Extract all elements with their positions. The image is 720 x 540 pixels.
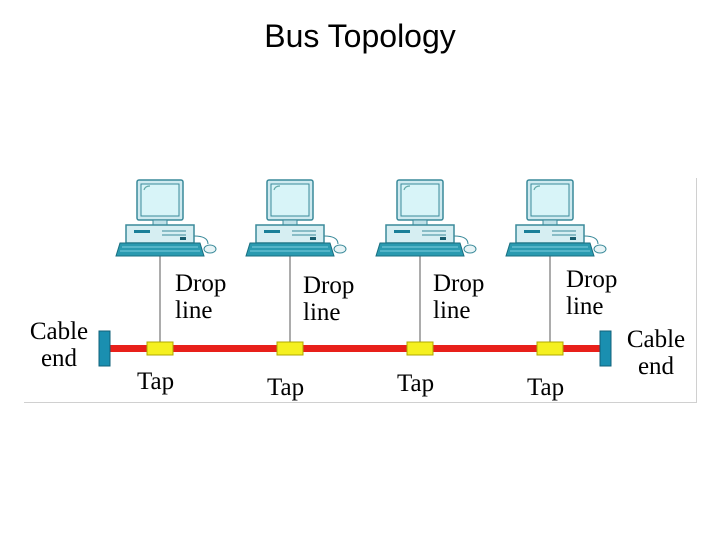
tap-label: Tap: [137, 368, 175, 395]
tap-label: Tap: [267, 374, 305, 401]
tap-label: Tap: [397, 370, 435, 397]
bus-cable: [110, 345, 600, 352]
cable-end-right-terminator: [599, 330, 612, 367]
tap-connector: [146, 341, 174, 356]
cable-end-left-terminator: [98, 330, 111, 367]
tap-connector: [536, 341, 564, 356]
tap-connector: [406, 341, 434, 356]
tap-connector: [276, 341, 304, 356]
page-title: Bus Topology: [264, 18, 456, 54]
tap-label: Tap: [527, 374, 565, 401]
diagram-frame: [24, 178, 697, 403]
